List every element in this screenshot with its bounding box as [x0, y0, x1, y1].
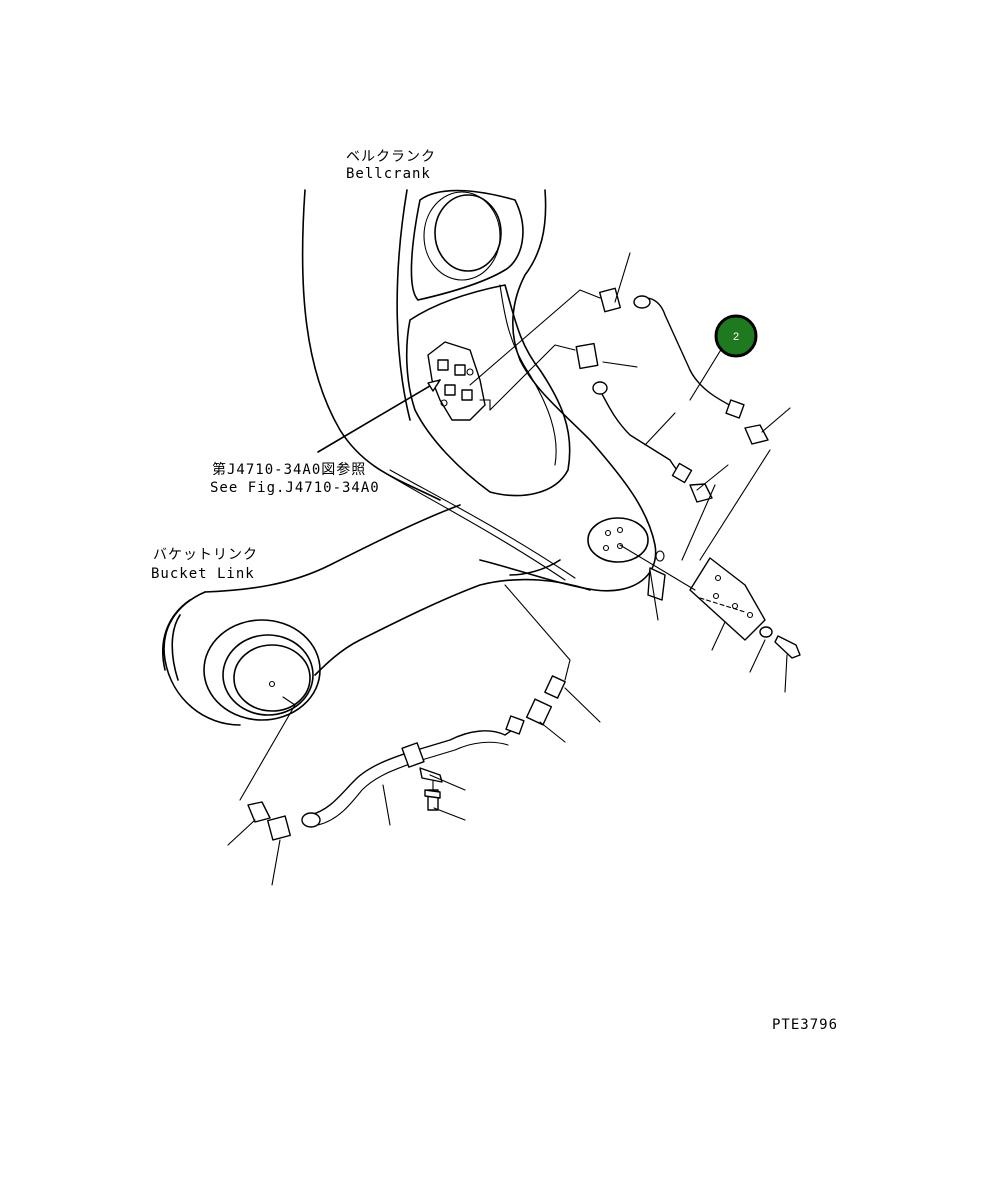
lower-bolt: [424, 789, 441, 799]
bucket-link: [162, 469, 591, 726]
bellcrank: [301, 189, 657, 592]
bucket-link-label-jp: バケットリンク: [153, 547, 258, 563]
reference-label-jp: 第J4710-34A0図参照: [212, 461, 366, 478]
drawing-code: PTE3796: [772, 1017, 838, 1033]
grease-block-assembly: [427, 341, 491, 421]
reference-label-en: See Fig.J4710-34A0: [210, 480, 380, 496]
callout-badge-2[interactable]: 2: [714, 314, 758, 358]
lower-tube-assembly: [239, 584, 571, 841]
clamp-plate-assembly: [619, 449, 801, 659]
upper-tube-assembly: [469, 287, 769, 503]
reference-arrowhead: [427, 379, 441, 392]
bucket-link-label-en: Bucket Link: [151, 566, 255, 582]
callout-number: 2: [733, 331, 739, 343]
reference-leader: [317, 379, 441, 453]
bellcrank-pin-boss: [587, 517, 649, 563]
bellcrank-label-jp: ベルクランク: [346, 149, 436, 165]
bellcrank-label-en: Bellcrank: [346, 166, 431, 182]
